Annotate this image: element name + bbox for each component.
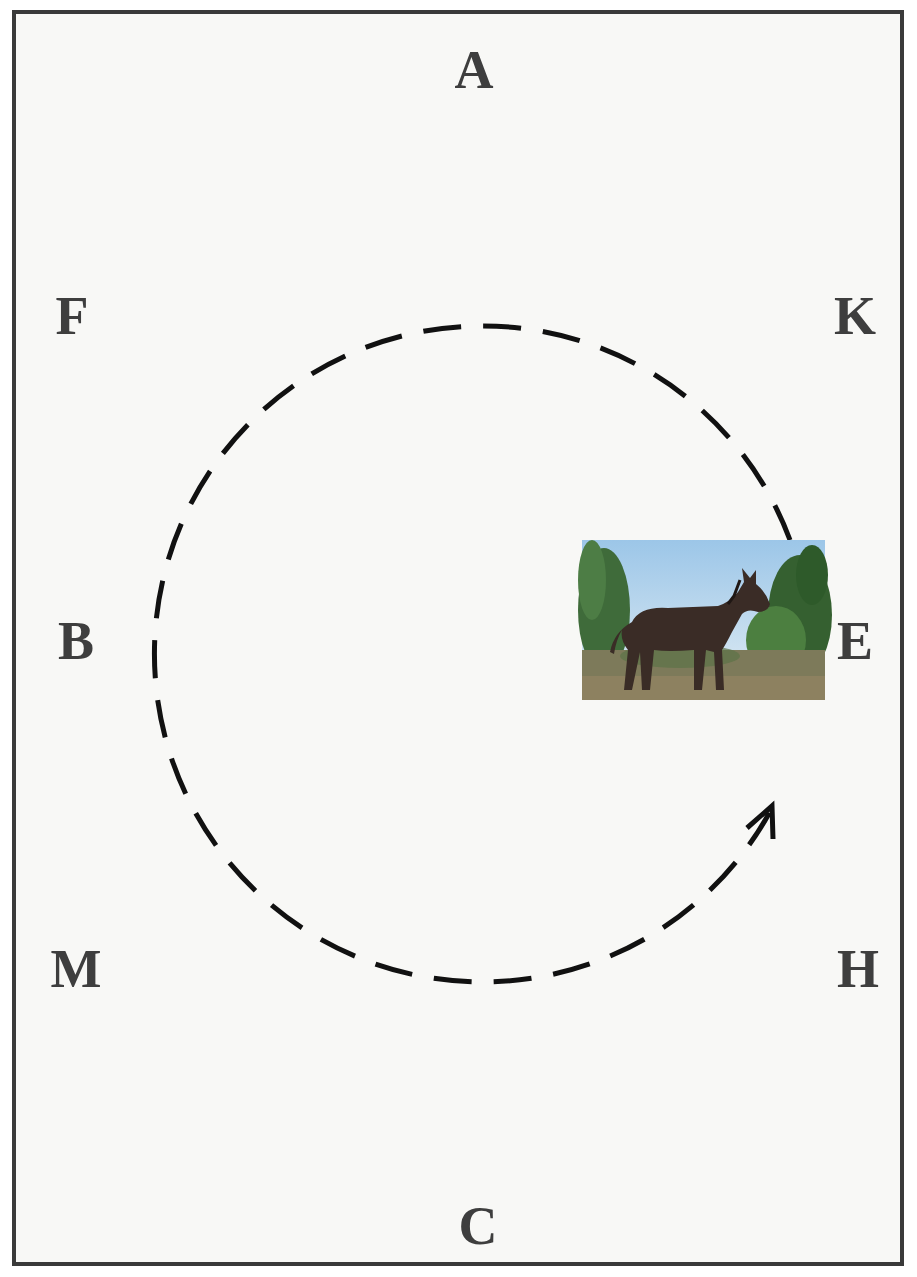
arena-letter: E <box>837 614 873 668</box>
arena-letter: M <box>51 942 102 996</box>
arena-letter: K <box>834 289 876 343</box>
arena-letter: F <box>56 289 89 343</box>
arena-border <box>14 12 902 1264</box>
donkey-photo <box>578 540 832 700</box>
circle-path <box>154 326 790 982</box>
arena-letter: B <box>58 614 94 668</box>
arena-letter: A <box>455 43 494 97</box>
arena-letter: H <box>837 942 879 996</box>
path-arrowhead <box>747 806 773 839</box>
arena-letter: C <box>459 1199 498 1253</box>
